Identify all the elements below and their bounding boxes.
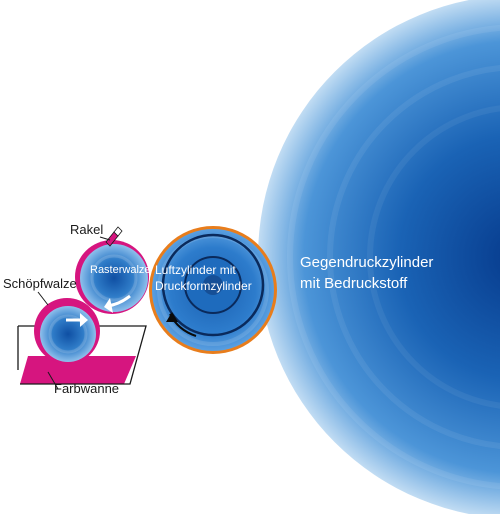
plate-cylinder-label-line2: Druckformzylinder — [155, 279, 252, 293]
impression-cylinder-label-line2: mit Bedruckstoff — [300, 275, 408, 292]
rakel-label: Rakel — [70, 222, 104, 237]
anilox-roller — [75, 240, 149, 314]
rasterwalze-label: Rasterwalze — [90, 264, 151, 276]
farbwanne-label: Farbwanne — [54, 381, 120, 396]
schoepfwalze-label: Schöpfwalze — [3, 276, 77, 291]
impression-cylinder — [258, 0, 500, 514]
doctor-blade — [99, 226, 123, 247]
plate-cylinder — [149, 226, 277, 354]
curved-arrow-icon — [66, 294, 197, 337]
plate-cylinder-label-line1: Luftzylinder mit — [155, 263, 236, 277]
impression-cylinder-label-line1: Gegendruckzylinder — [300, 254, 434, 271]
